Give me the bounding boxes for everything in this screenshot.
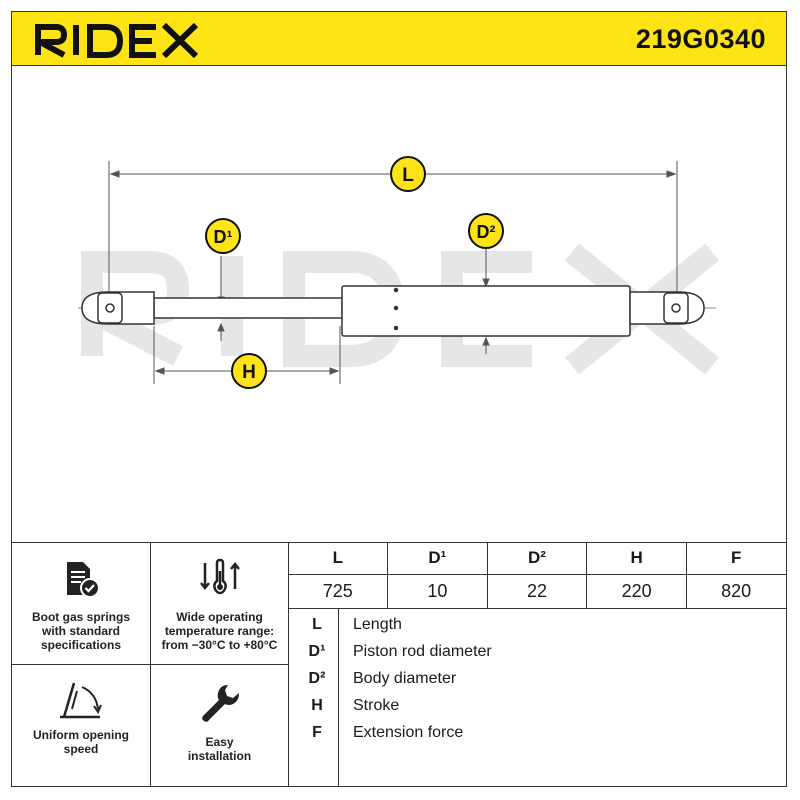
part-number: 219G0340 [635, 24, 766, 54]
legend-row: D¹ Piston rod diameter [300, 643, 780, 670]
outer-frame [11, 11, 787, 787]
legend-key: D¹ [308, 643, 326, 660]
legend-description: Body diameter [353, 670, 457, 687]
opening-arc-icon [56, 677, 106, 724]
info-section [12, 542, 786, 787]
legend-key: L [312, 616, 322, 633]
spec-value: 725 [322, 581, 353, 601]
wrench-icon [198, 681, 242, 728]
spec-value: 22 [526, 581, 547, 601]
feature-standard-specs: Boot gas springs with standard specifica… [12, 543, 150, 664]
divider [338, 608, 339, 786]
brand-logo [32, 20, 202, 63]
divider [586, 542, 587, 608]
spec-header: L [332, 548, 343, 567]
divider [387, 542, 388, 608]
legend-row: D² Body diameter [300, 670, 780, 697]
legend-key: F [312, 724, 322, 741]
svg-text:D¹: D¹ [214, 227, 233, 247]
spec-value: 10 [427, 581, 448, 601]
feature-temperature-range: Wide operating temperature range: from −… [151, 543, 288, 664]
technical-drawing: L D¹ D² H [12, 66, 786, 540]
spec-value: 220 [621, 581, 652, 601]
marker-H: H [231, 353, 267, 389]
feature-label: Boot gas springs with standard specifica… [31, 610, 130, 652]
svg-text:L: L [402, 165, 414, 186]
legend-row: L Length [300, 616, 780, 643]
divider [487, 542, 488, 608]
body-diameter-dimension [482, 246, 490, 354]
marker-L: L [390, 156, 426, 192]
legend-key: H [311, 697, 323, 714]
legend-description: Length [353, 616, 402, 633]
legend-key: D² [308, 670, 326, 687]
header-bar: 219G0340 [12, 12, 786, 66]
svg-text:H: H [242, 362, 256, 383]
legend-description: Stroke [353, 697, 400, 714]
feature-label: Easy installation [187, 735, 252, 763]
document-check-icon [59, 559, 103, 602]
marker-D1: D¹ [205, 218, 241, 254]
divider [12, 664, 288, 665]
spec-value: 820 [721, 581, 752, 601]
feature-label: Wide operating temperature range: from −… [161, 610, 278, 652]
feature-easy-installation: Easy installation [151, 665, 288, 786]
legend-row: F Extension force [300, 724, 780, 751]
legend-description: Extension force [353, 724, 464, 741]
gas-spring-drawing [78, 285, 718, 337]
divider [288, 574, 786, 575]
spec-table: L D¹ D² H F 725 10 22 220 820 [288, 542, 786, 608]
spec-header: F [730, 548, 742, 567]
spec-header: D² [528, 548, 546, 567]
legend-row: H Stroke [300, 697, 780, 724]
marker-D2: D² [468, 213, 504, 249]
feature-label: Uniform opening speed [33, 728, 129, 756]
legend-description: Piston rod diameter [353, 643, 492, 660]
spec-header: H [630, 548, 643, 567]
divider [288, 608, 786, 609]
spec-header: D¹ [428, 548, 447, 567]
divider [686, 542, 687, 608]
feature-uniform-opening: Uniform opening speed [12, 665, 150, 786]
dimension-legend: L Length D¹ Piston rod diameter D² Body … [300, 616, 780, 751]
divider [288, 542, 289, 786]
thermometer-arrows-icon [198, 557, 242, 600]
svg-text:D²: D² [477, 222, 496, 242]
